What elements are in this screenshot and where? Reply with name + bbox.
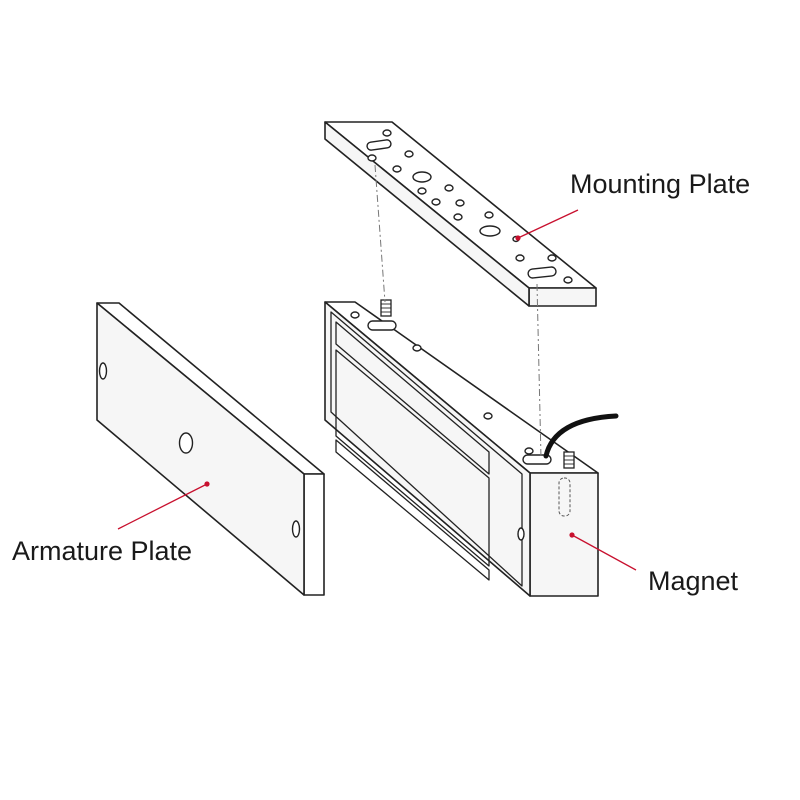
leader-lines [117,209,637,571]
magnet-top-slot-rear [367,320,397,331]
alignment-lines [374,164,542,459]
armature-plate [96,302,325,596]
armature-hole-center [178,432,194,454]
armature-hole-left [98,362,108,380]
leader-dot-armature [204,481,210,487]
leader-mounting-plate [517,209,579,239]
mounting-plate-label: Mounting Plate [570,169,751,199]
leader-magnet [571,534,637,571]
magnet-cable [543,413,619,459]
magnet-stud-rear [380,299,392,317]
magnet-stud-front [563,451,575,469]
leader-dot-mounting [515,235,521,241]
magnet-label: Magnet [648,566,739,596]
magnet-body [324,299,619,597]
magnet-side-screw [517,527,525,541]
mounting-plate [324,121,597,307]
armature-hole-right [291,520,301,538]
armature-plate-label: Armature Plate [12,536,193,566]
leader-dot-magnet [569,532,575,538]
leader-armature-plate [117,483,208,530]
